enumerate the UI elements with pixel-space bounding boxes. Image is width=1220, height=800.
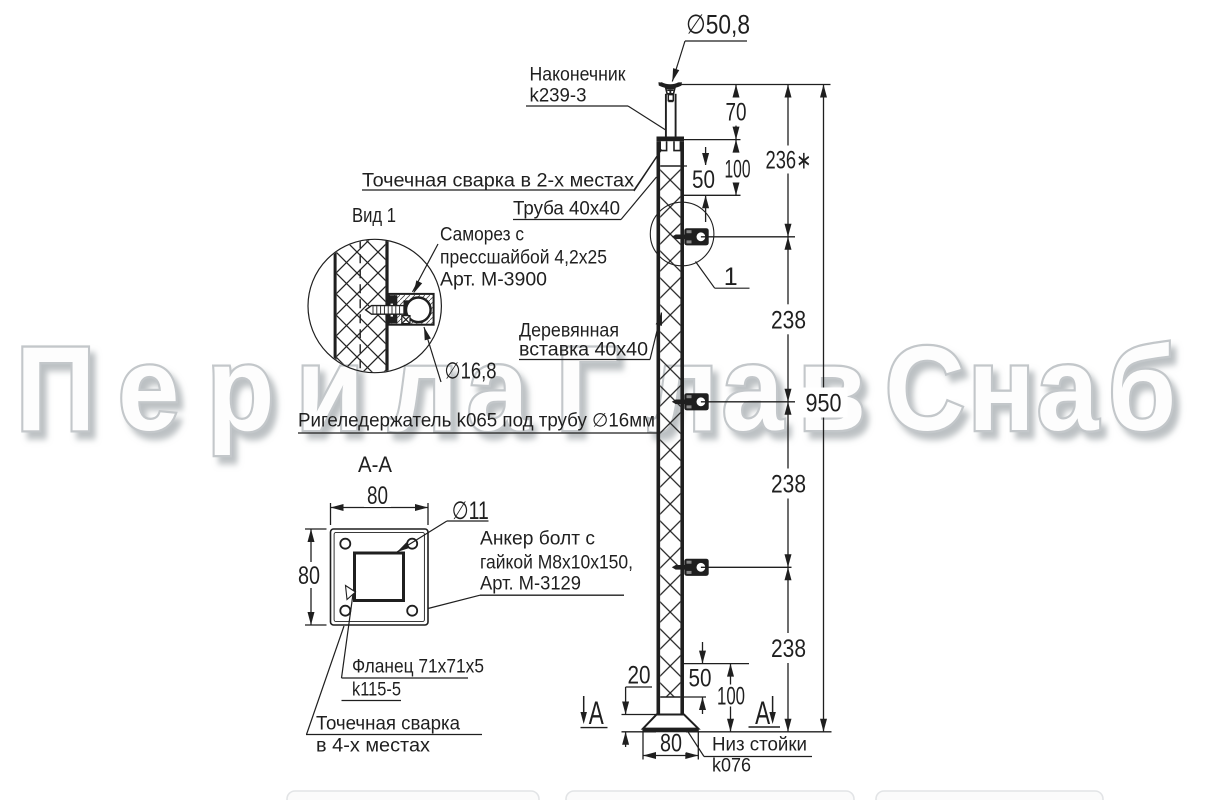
svg-text:Деревянная: Деревянная bbox=[519, 321, 619, 342]
svg-text:k076: k076 bbox=[712, 756, 751, 777]
svg-text:Низ стойки: Низ стойки bbox=[712, 735, 807, 756]
svg-text:Анкер болт с: Анкер болт с bbox=[480, 529, 595, 550]
svg-text:Арт. М-3900: Арт. М-3900 bbox=[440, 270, 547, 291]
svg-text:в 4-х местах: в 4-х местах bbox=[316, 736, 431, 757]
svg-text:∅50,8: ∅50,8 bbox=[686, 10, 750, 40]
svg-text:k115-5: k115-5 bbox=[352, 680, 401, 701]
svg-text:100: 100 bbox=[717, 683, 745, 711]
svg-text:238: 238 bbox=[771, 306, 806, 334]
svg-text:A-A: A-A bbox=[358, 452, 392, 477]
svg-text:80: 80 bbox=[298, 562, 320, 590]
svg-text:50: 50 bbox=[689, 665, 712, 693]
svg-text:∅16,8: ∅16,8 bbox=[445, 358, 497, 384]
svg-text:20: 20 bbox=[628, 662, 651, 690]
svg-text:A: A bbox=[589, 695, 604, 731]
svg-text:80: 80 bbox=[367, 482, 388, 510]
svg-text:ПерилаГлавСнаб: ПерилаГлавСнаб bbox=[16, 323, 1176, 456]
svg-text:Фланец 71x71x5: Фланец 71x71x5 bbox=[352, 657, 484, 678]
svg-text:80: 80 bbox=[660, 730, 682, 758]
svg-text:50: 50 bbox=[692, 166, 715, 194]
svg-text:прессшайбой 4,2x25: прессшайбой 4,2x25 bbox=[440, 248, 607, 269]
svg-text:k239-3: k239-3 bbox=[530, 86, 587, 107]
svg-text:гайкой М8x10x150,: гайкой М8x10x150, bbox=[480, 553, 633, 574]
svg-text:Точечная сварка: Точечная сварка bbox=[316, 714, 460, 735]
svg-text:Точечная сварка в 2-х местах: Точечная сварка в 2-х местах bbox=[362, 171, 635, 192]
svg-text:Вид 1: Вид 1 bbox=[352, 205, 396, 227]
svg-text:238: 238 bbox=[771, 471, 806, 499]
svg-text:Труба 40x40: Труба 40x40 bbox=[513, 199, 620, 220]
svg-text:Наконечник: Наконечник bbox=[530, 65, 627, 86]
svg-text:A: A bbox=[755, 695, 770, 731]
svg-text:Ригеледержатель k065 под трубу: Ригеледержатель k065 под трубу ∅16мм bbox=[298, 410, 655, 431]
svg-text:100: 100 bbox=[725, 156, 751, 184]
svg-text:238: 238 bbox=[771, 635, 806, 663]
svg-text:Арт. М-3129: Арт. М-3129 bbox=[480, 574, 581, 595]
svg-text:950: 950 bbox=[806, 390, 842, 418]
svg-text:Саморез с: Саморез с bbox=[440, 225, 524, 246]
svg-text:70: 70 bbox=[726, 99, 747, 127]
svg-text:1: 1 bbox=[724, 263, 738, 291]
svg-text:∅11: ∅11 bbox=[452, 497, 489, 525]
svg-text:вставка 40x40: вставка 40x40 bbox=[519, 340, 648, 361]
svg-text:236∗: 236∗ bbox=[766, 147, 812, 175]
